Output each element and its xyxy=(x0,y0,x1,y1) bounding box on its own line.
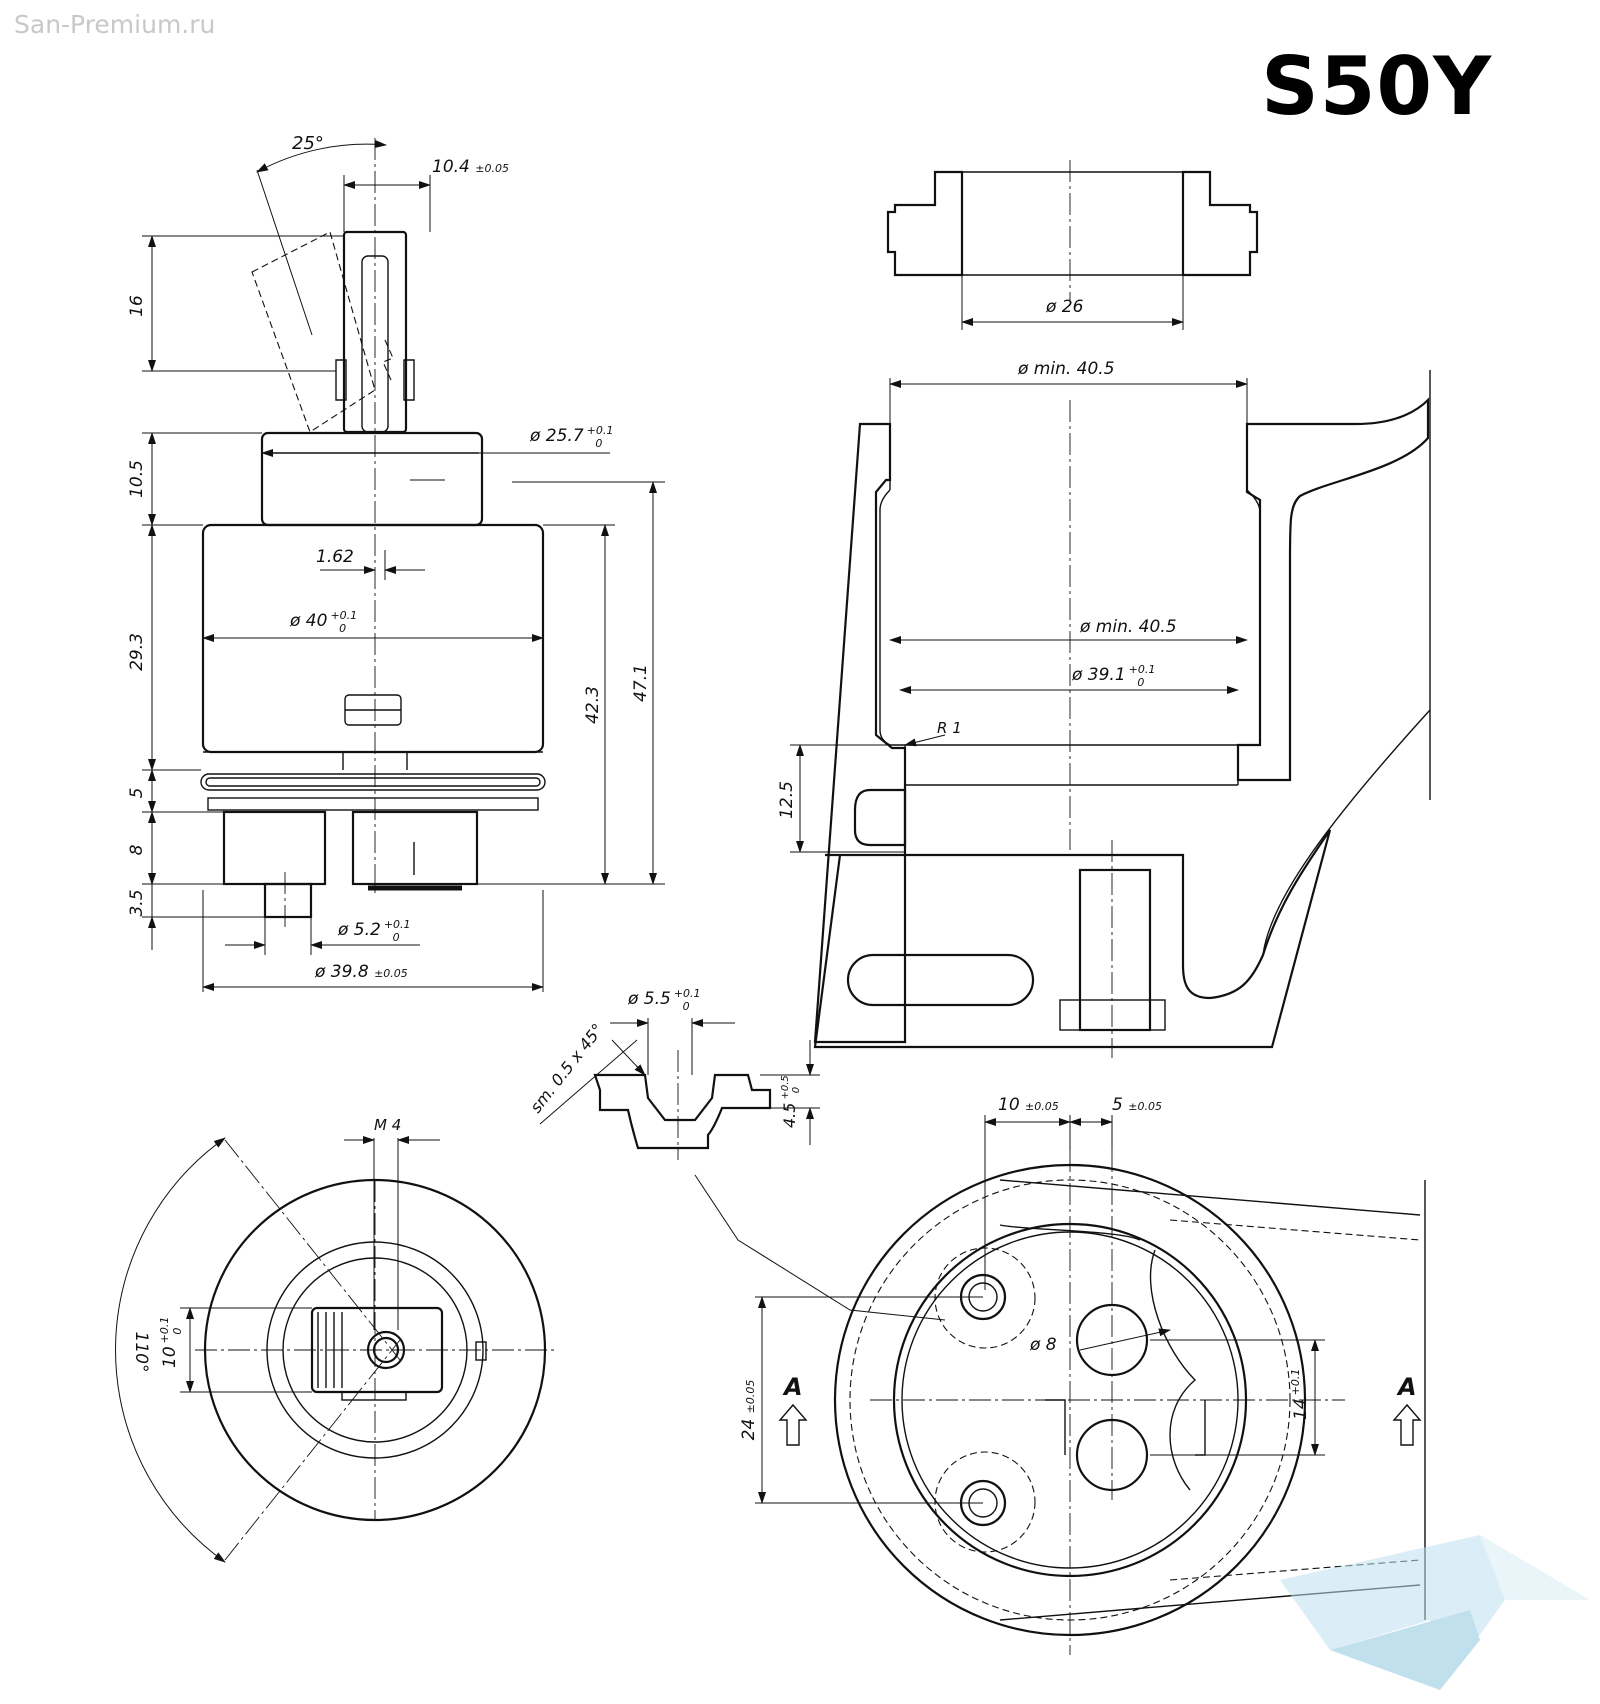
thread-hole-outer xyxy=(366,1330,406,1370)
section-marker-left: A xyxy=(782,1373,803,1401)
dim-39-8-label: ø 39.8 ±0.05 xyxy=(314,962,408,982)
dim-8-label: 8 xyxy=(127,844,147,855)
seat-scallop xyxy=(1149,1249,1197,1491)
dim-8-leader xyxy=(1079,1328,1171,1351)
dim-29-3-label: 29.3 xyxy=(127,633,147,671)
nut-right-wall xyxy=(1181,170,1259,277)
base-plate xyxy=(207,797,539,811)
outlet-hole xyxy=(1078,868,1152,1032)
dim-4-5-label: 4.5+0.50 xyxy=(780,1075,802,1128)
rotation-line-a xyxy=(224,1139,401,1361)
model-title: S50Y xyxy=(1261,40,1492,133)
chamfer-leader xyxy=(539,1039,638,1125)
dim-12-5-label: 12.5 xyxy=(777,781,797,819)
thread-hole-inner xyxy=(372,1336,400,1364)
dim-1-62-label: 1.62 xyxy=(316,547,354,567)
angle-label: 25° xyxy=(292,133,324,154)
chamfer-arrow xyxy=(611,1039,646,1076)
dim-14-label: 14+0.1 xyxy=(1289,1369,1311,1420)
cartridge-side-view: 25° 10.4 ±0.05 16 10.5 29.3 5 8 xyxy=(127,133,665,992)
detail-leader-line xyxy=(694,1174,946,1321)
handle-ribs xyxy=(317,1312,343,1388)
dim-8-label: ø 8 xyxy=(1029,1335,1057,1355)
radius-label: R 1 xyxy=(937,719,962,737)
housing-right-wall xyxy=(1236,397,1430,782)
dim-10-offset-label: 10 ±0.05 xyxy=(998,1095,1059,1115)
cartridge-top-cap xyxy=(260,431,484,527)
dim-5-label: 5 xyxy=(127,788,147,799)
stem-width-label: 10.4 ±0.05 xyxy=(432,157,509,177)
retaining-nut-section: ø 26 xyxy=(886,160,1259,330)
groove xyxy=(853,788,907,847)
dim-26-label: ø 26 xyxy=(1045,297,1084,317)
rotation-arc xyxy=(115,1137,226,1563)
stem-tilted-hidden xyxy=(251,231,376,433)
angle-arc xyxy=(256,140,387,173)
o-ring-outer xyxy=(200,773,546,791)
left-foot xyxy=(222,810,327,886)
seat-housing-hidden-arms xyxy=(1169,1219,1421,1581)
watermark: San-Premium.ru xyxy=(14,10,216,39)
section-marker-right: A xyxy=(1396,1373,1417,1401)
cartridge-top-view: 110° M 4 10+0.10 xyxy=(115,1116,555,1563)
housing-bottom-block xyxy=(813,829,1332,1049)
right-foot xyxy=(351,810,479,886)
dim-42-3-label: 42.3 xyxy=(583,686,603,724)
dim-10-slot-label: 10+0.10 xyxy=(158,1317,184,1368)
dim-16-label: 16 xyxy=(127,295,147,317)
seat-plan-view: 10 ±0.05 5 ±0.05 ø 8 24 ±0.05 14+0.1 A A xyxy=(739,1095,1426,1655)
body-lower-step xyxy=(203,751,543,770)
section-arrow-right-icon xyxy=(1392,1403,1422,1446)
dim-10-5-label: 10.5 xyxy=(127,460,147,498)
bore-inner-left xyxy=(879,489,1238,746)
dim-47-1-label: 47.1 xyxy=(631,664,651,702)
rotation-label: 110° xyxy=(131,1332,151,1373)
nut-left-wall xyxy=(886,170,964,277)
radius-leader xyxy=(904,734,946,747)
dim-24-label: 24 ±0.05 xyxy=(739,1380,759,1441)
thread-label: M 4 xyxy=(374,1116,401,1134)
rotation-line-b xyxy=(224,1339,401,1561)
stem-tilted-notch xyxy=(382,339,394,381)
handle-tab xyxy=(341,1391,407,1401)
section-arrow-left-icon xyxy=(778,1403,808,1446)
housing-outer-curve xyxy=(1262,709,1431,956)
dim-3-5-label: 3.5 xyxy=(127,889,147,916)
seat-channel-marks xyxy=(1045,1399,1206,1456)
angle-ext-line xyxy=(256,169,313,336)
hole-detail-section xyxy=(593,1073,772,1150)
o-ring-inner xyxy=(205,777,541,787)
dim-bore-inner-label: ø min. 40.5 xyxy=(1079,617,1177,637)
port-hidden-bottom xyxy=(934,1451,1036,1553)
brand-logo-icon xyxy=(1280,1535,1590,1690)
locating-pin xyxy=(263,882,313,919)
dim-bore-top-label: ø min. 40.5 xyxy=(1017,359,1115,379)
top-view-key xyxy=(475,1341,487,1361)
oval-channel xyxy=(846,953,1035,1007)
bore-inner-right xyxy=(1246,489,1261,745)
outlet-counterbore xyxy=(1059,999,1166,1031)
chamfer-label: sm. 0.5 x 45° xyxy=(526,1020,607,1116)
dim-5-offset-label: 5 ±0.05 xyxy=(1112,1095,1162,1115)
stem-collar xyxy=(335,359,415,401)
